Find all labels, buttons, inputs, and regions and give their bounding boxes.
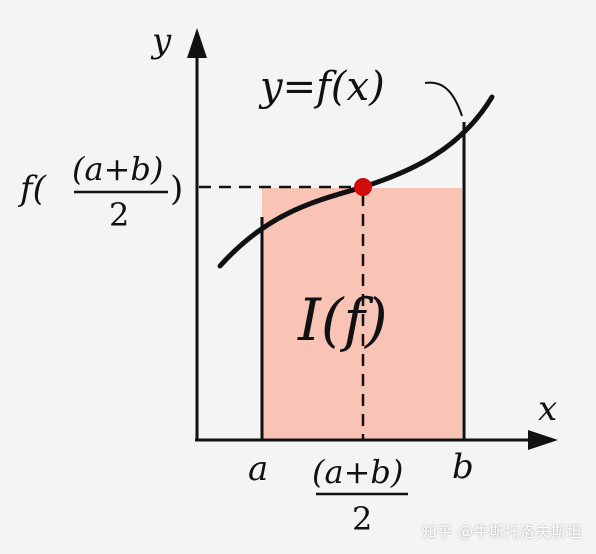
midpoint-denominator: 2 [352,500,372,538]
x-axis-arrow-icon [528,430,558,450]
curve-label-leader [424,81,463,117]
watermark: 知乎 @牛斯托洛夫斯坦 [421,523,582,541]
curve-label: y=f(x) [258,64,385,110]
midpoint-dot [354,178,372,196]
midpoint-numerator: (a+b) [312,453,403,491]
x-axis-label: x [538,389,557,429]
area-label: I(f) [297,286,388,354]
y-axis-label: y [150,21,172,61]
tick-label-b: b [452,447,474,487]
fmid-suffix: ) [170,169,183,209]
tick-label-a: a [248,449,268,489]
fmid-denominator: 2 [109,196,129,234]
y-axis-arrow-icon [187,28,207,58]
fmid-numerator: (a+b) [72,150,163,188]
fmid-prefix: f( [17,169,47,209]
